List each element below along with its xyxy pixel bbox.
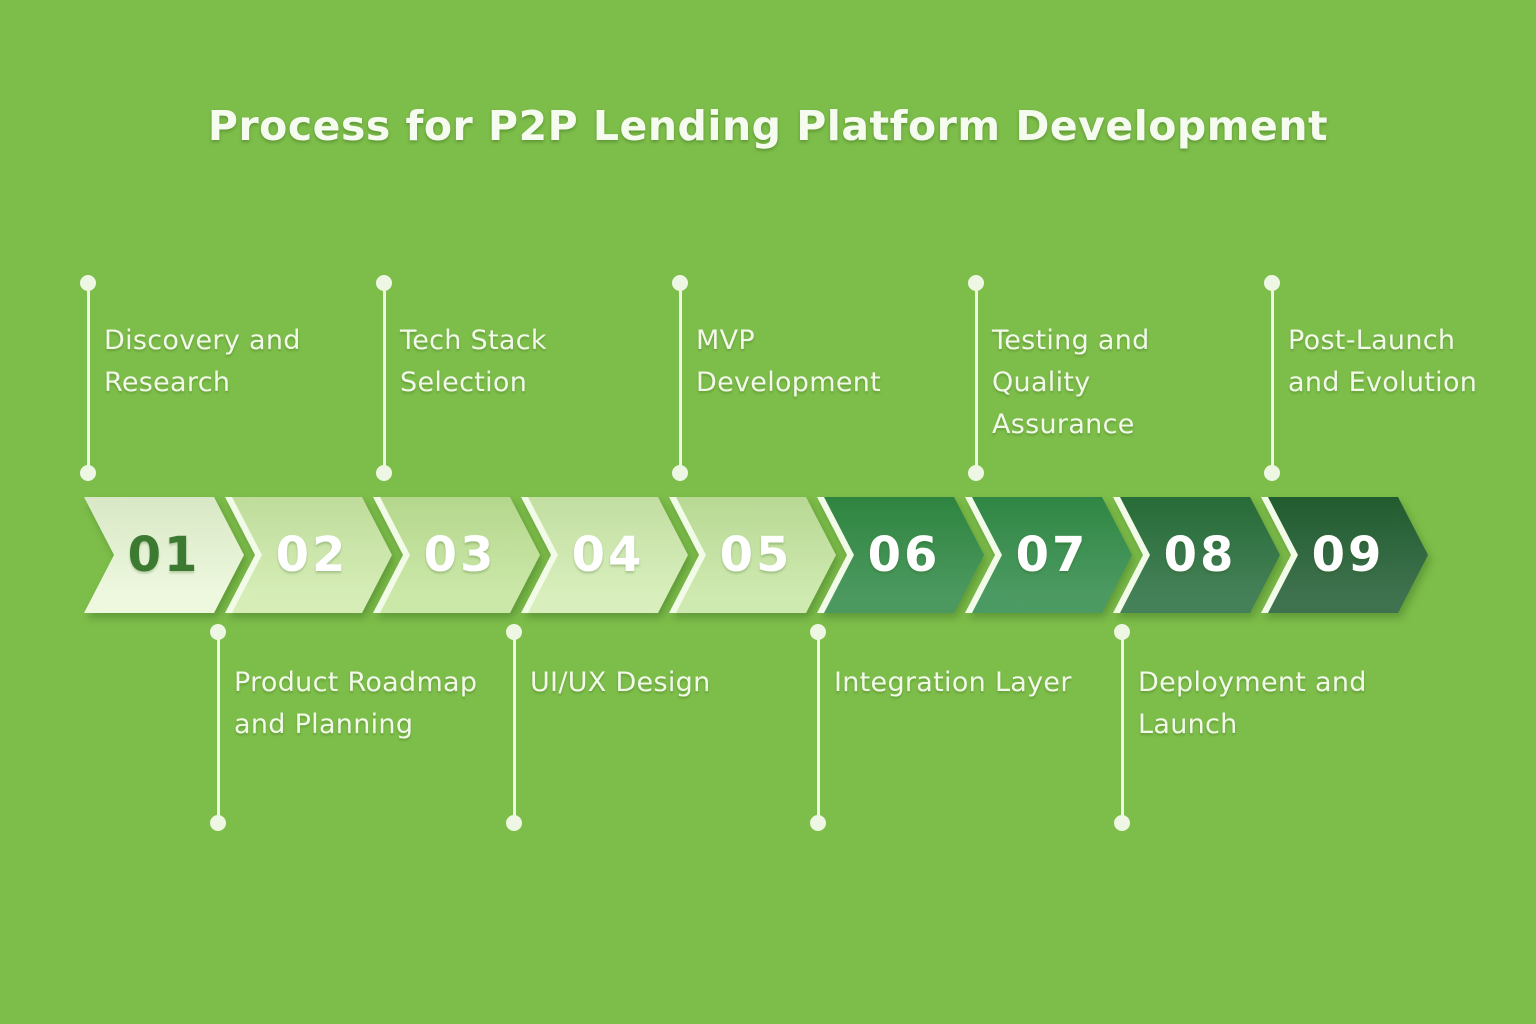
connector-line-step-01 xyxy=(86,283,90,473)
step-label-line: Research xyxy=(104,367,231,398)
step-number: 06 xyxy=(867,527,941,583)
connector-line-step-03 xyxy=(382,283,386,473)
step-number: 08 xyxy=(1163,527,1237,583)
chevron-step-08: 08 xyxy=(1120,497,1280,613)
chevron-step-06: 06 xyxy=(824,497,984,613)
step-label-line: Product Roadmap xyxy=(234,667,478,698)
chevron-step-04: 04 xyxy=(528,497,688,613)
step-number: 07 xyxy=(1015,527,1089,583)
step-label-02: Product Roadmap and Planning xyxy=(234,662,477,746)
step-label-09: Post-Launch and Evolution xyxy=(1288,320,1477,404)
step-label-line: Discovery and xyxy=(104,325,301,356)
step-number: 03 xyxy=(423,527,497,583)
chevron-step-03: 03 xyxy=(380,497,540,613)
chevron-body xyxy=(824,497,984,613)
chevron-step-09: 09 xyxy=(1268,497,1428,613)
chevron-body xyxy=(84,497,244,613)
step-label-line: Development xyxy=(696,367,882,398)
step-label-line: UI/UX Design xyxy=(530,667,711,698)
connector-line-step-05 xyxy=(678,283,682,473)
connector-line-step-04 xyxy=(512,632,516,823)
step-label-line: Quality xyxy=(992,367,1091,398)
step-label-04: UI/UX Design xyxy=(530,662,710,704)
step-label-line: and Evolution xyxy=(1288,367,1478,398)
step-number: 04 xyxy=(571,527,645,583)
chevron-step-05: 05 xyxy=(676,497,836,613)
page-title: Process for P2P Lending Platform Develop… xyxy=(207,102,1329,150)
step-label-line: Integration Layer xyxy=(834,667,1072,698)
step-label-line: MVP xyxy=(696,325,755,356)
connector-line-step-07 xyxy=(974,283,978,473)
step-label-line: Post-Launch xyxy=(1288,325,1456,356)
step-label-line: and Planning xyxy=(234,709,414,740)
step-label-line: Tech Stack xyxy=(400,325,547,356)
connector-line-step-06 xyxy=(816,632,820,823)
connector-line-step-08 xyxy=(1120,632,1124,823)
chevron-step-02: 02 xyxy=(232,497,392,613)
step-label-line: Testing and xyxy=(992,325,1150,356)
step-label-line: Deployment and xyxy=(1138,667,1367,698)
step-number: 01 xyxy=(127,527,201,583)
step-number: 05 xyxy=(719,527,793,583)
chevron-step-07: 07 xyxy=(972,497,1132,613)
step-label-05: MVP Development xyxy=(696,320,881,404)
step-number: 09 xyxy=(1311,527,1385,583)
step-label-06: Integration Layer xyxy=(834,662,1072,704)
step-label-line: Assurance xyxy=(992,409,1135,440)
chevron-step-01: 01 xyxy=(84,497,244,613)
process-chevron-band: 01 02 03 04 05 06 07 08 09 xyxy=(84,497,1428,613)
step-label-line: Selection xyxy=(400,367,528,398)
step-label-line: Launch xyxy=(1138,709,1238,740)
step-number: 02 xyxy=(275,527,349,583)
connector-line-step-09 xyxy=(1270,283,1274,473)
connector-line-step-02 xyxy=(216,632,220,823)
chevron-body xyxy=(1120,497,1280,613)
